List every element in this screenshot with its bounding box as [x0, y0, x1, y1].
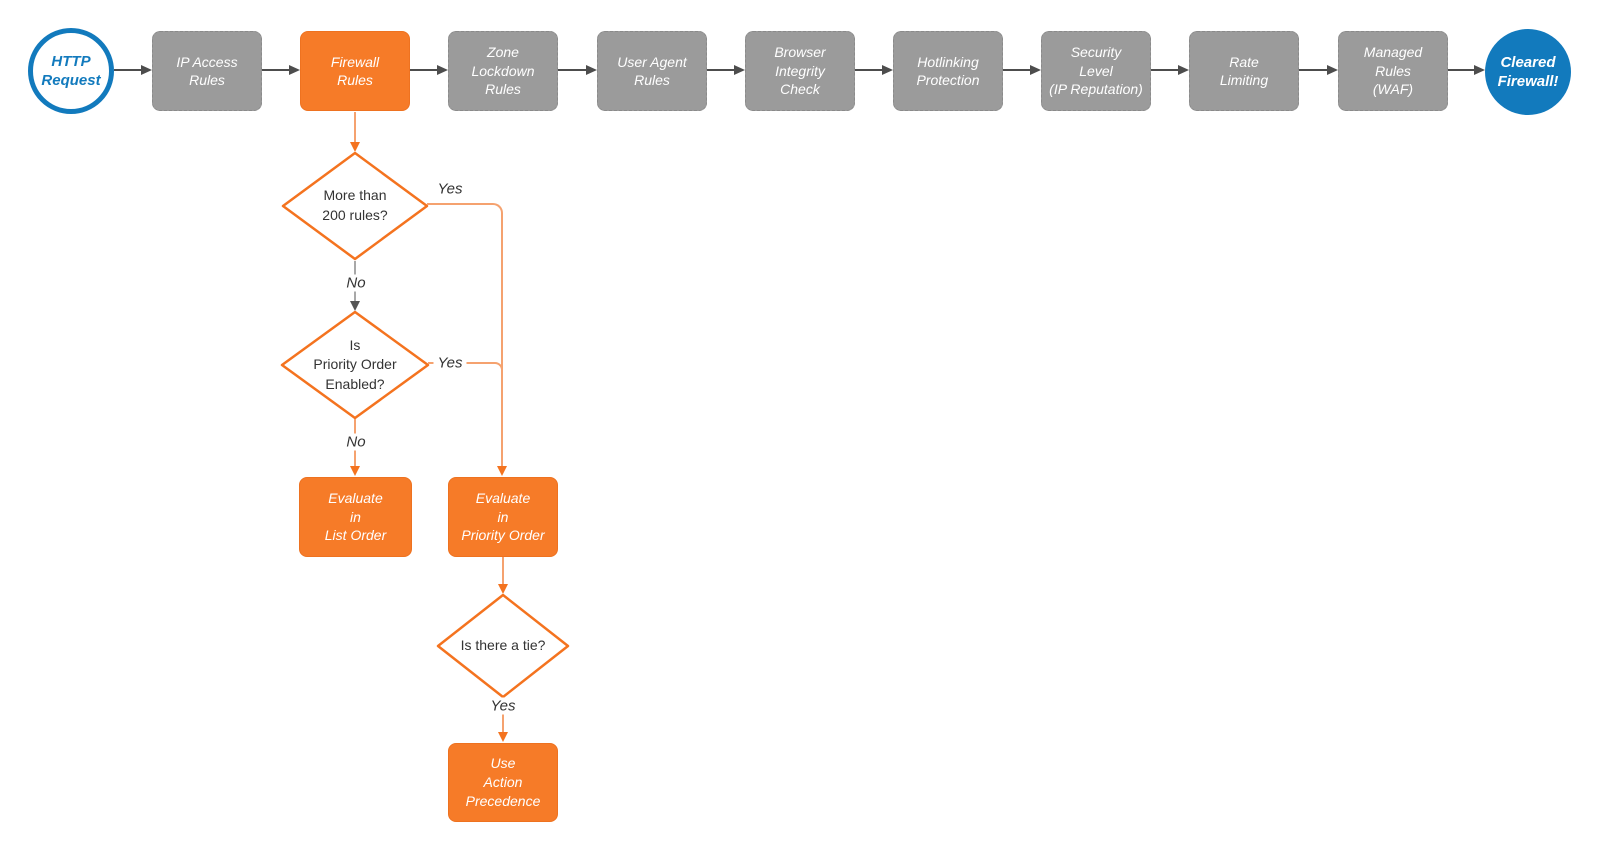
decision-more-than-200-rules: More than 200 rules? [281, 151, 429, 261]
edge-line [1299, 69, 1327, 71]
arrowhead-right-icon [289, 65, 300, 75]
arrowhead-right-icon [437, 65, 448, 75]
arrowhead-right-icon [1474, 65, 1485, 75]
node-firewall-rules-label: Firewall Rules [330, 53, 380, 88]
node-managed-rules-waf-label: Managed Rules (WAF) [1363, 44, 1423, 98]
node-use-action-precedence-label: Use Action Precedence [465, 755, 541, 809]
edge-corner [493, 362, 503, 373]
diamond-shape [436, 593, 570, 699]
arrowhead-down-icon [350, 466, 360, 476]
node-cleared-firewall-label: Cleared Firewall! [1497, 53, 1559, 91]
node-evaluate-list-order: Evaluate in List Order [299, 477, 412, 557]
node-evaluate-list-order-label: Evaluate in List Order [324, 489, 387, 544]
node-firewall-rules: Firewall Rules [300, 31, 410, 111]
arrowhead-down-icon [350, 301, 360, 311]
edge-corner [491, 203, 503, 216]
arrowhead-right-icon [734, 65, 745, 75]
arrowhead-down-icon [350, 142, 360, 152]
edge-line [114, 69, 141, 71]
edge-line [707, 69, 734, 71]
arrowhead-down-icon [498, 584, 508, 594]
edge-line [502, 557, 504, 584]
decision-label: Is there a tie? [460, 637, 546, 654]
node-use-action-precedence: Use Action Precedence [448, 743, 558, 822]
arrowhead-down-icon [498, 732, 508, 742]
edge-label-d1-yes: Yes [433, 180, 467, 198]
edge-line [1151, 69, 1178, 71]
node-evaluate-priority-order-label: Evaluate in Priority Order [461, 489, 545, 544]
diamond-shape [280, 310, 430, 420]
node-hotlinking-protection-label: Hotlinking Protection [916, 53, 980, 88]
arrowhead-right-icon [1327, 65, 1338, 75]
node-security-level: Security Level (IP Reputation) [1041, 31, 1151, 111]
edge-line [262, 69, 289, 71]
edge-line [501, 216, 503, 466]
arrowhead-right-icon [1178, 65, 1189, 75]
edge-line [410, 69, 437, 71]
node-security-level-label: Security Level (IP Reputation) [1049, 44, 1143, 98]
node-hotlinking-protection: Hotlinking Protection [893, 31, 1003, 111]
edge-line [354, 112, 356, 142]
node-ip-access-rules-label: IP Access Rules [176, 53, 238, 88]
node-managed-rules-waf: Managed Rules (WAF) [1338, 31, 1448, 111]
node-http-request: HTTP Request [28, 28, 114, 114]
arrowhead-down-icon [497, 466, 507, 476]
edge-label-d2-yes: Yes [433, 354, 467, 372]
decision-label: More than 200 rules? [322, 187, 388, 223]
arrowhead-right-icon [882, 65, 893, 75]
decision-priority-order-enabled: Is Priority Order Enabled? [280, 310, 430, 420]
node-http-request-label: HTTP Request [41, 52, 101, 90]
node-zone-lockdown-rules-label: Zone Lockdown Rules [471, 44, 535, 98]
edge-line [1448, 69, 1474, 71]
node-rate-limiting-label: Rate Limiting [1219, 53, 1269, 88]
node-ip-access-rules: IP Access Rules [152, 31, 262, 111]
edge-line [427, 203, 491, 205]
edge-label-d1-no: No [342, 274, 370, 292]
node-user-agent-rules: User Agent Rules [597, 31, 707, 111]
node-browser-integrity-check: Browser Integrity Check [745, 31, 855, 111]
edge-label-d2-no: No [342, 433, 370, 451]
edge-label-d3-yes: Yes [486, 697, 520, 715]
diamond-shape [281, 151, 429, 261]
arrowhead-right-icon [141, 65, 152, 75]
node-cleared-firewall: Cleared Firewall! [1485, 29, 1571, 115]
decision-is-there-a-tie: Is there a tie? [436, 593, 570, 699]
edge-line [855, 69, 882, 71]
node-zone-lockdown-rules: Zone Lockdown Rules [448, 31, 558, 111]
arrowhead-right-icon [1030, 65, 1041, 75]
decision-label: Is Priority Order Enabled? [313, 336, 397, 392]
node-user-agent-rules-label: User Agent Rules [617, 53, 687, 88]
edge-line [502, 699, 504, 732]
node-evaluate-priority-order: Evaluate in Priority Order [448, 477, 558, 557]
node-browser-integrity-check-label: Browser Integrity Check [774, 44, 826, 98]
edge-line [1003, 69, 1030, 71]
edge-line [558, 69, 586, 71]
node-rate-limiting: Rate Limiting [1189, 31, 1299, 111]
arrowhead-right-icon [586, 65, 597, 75]
